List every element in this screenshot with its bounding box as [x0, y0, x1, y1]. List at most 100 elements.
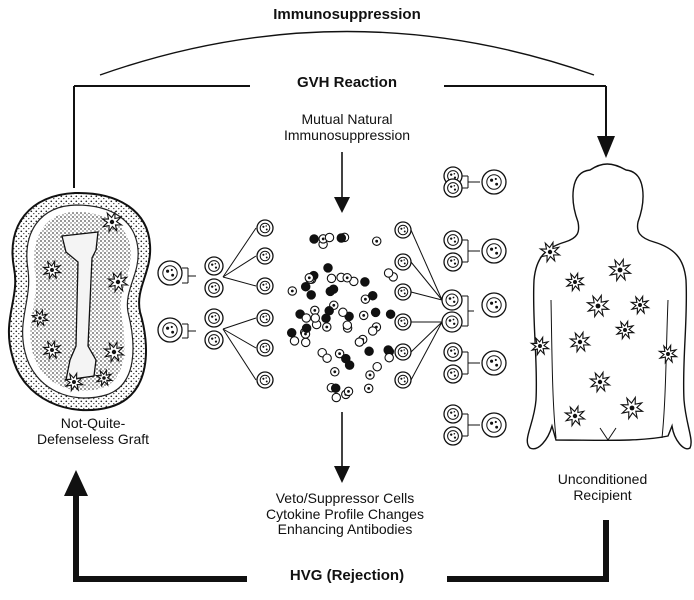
hvg-rejection-label: HVG (Rejection)	[247, 567, 447, 585]
recipient-cell	[443, 178, 463, 198]
donor-cell	[256, 309, 274, 327]
mixed-cell	[354, 337, 365, 347]
mixed-cell	[301, 323, 312, 333]
donor-cell	[256, 339, 274, 357]
mixed-cell	[367, 290, 378, 301]
mixed-cell	[331, 392, 342, 403]
mixed-cell	[300, 281, 311, 292]
effect-veto-cells: Veto/Suppressor Cells	[275, 490, 415, 506]
mixed-cell	[304, 273, 315, 283]
donor-cell	[256, 219, 274, 237]
recipient-dendritic-cell	[619, 395, 645, 421]
recipient-dendritic-cell	[657, 343, 679, 365]
mixed-cell	[324, 306, 334, 316]
host-cell	[481, 169, 507, 195]
donor-cell	[204, 256, 224, 276]
effect-cytokine-changes: Cytokine Profile Changes	[266, 505, 424, 522]
graft-label: Not-Quite- Defenseless Graft	[18, 415, 168, 447]
mutual-immunosuppression-label: Mutual Natural Immunosuppression	[212, 111, 482, 143]
recipient-cell	[394, 253, 412, 271]
effects-list: Veto/Suppressor Cells Cytokine Profile C…	[190, 490, 500, 538]
gvh-arrow	[73, 85, 615, 188]
recipient-dendritic-cell	[629, 294, 651, 316]
mutual-arrow	[334, 152, 350, 213]
host-cell	[481, 238, 507, 264]
recipient-cell	[443, 342, 463, 362]
mixed-cell	[358, 310, 369, 321]
donor-cell	[204, 308, 224, 328]
graft-dendritic-cell	[102, 340, 126, 364]
recipient-cell	[394, 221, 412, 239]
graft-dendritic-cell	[30, 308, 50, 328]
mixed-cell	[342, 320, 353, 330]
recipient-cell	[441, 311, 463, 333]
mixed-cell	[334, 348, 345, 359]
host-cell	[481, 292, 507, 318]
recipient-cell	[394, 283, 412, 301]
donor-cell	[204, 278, 224, 298]
graft-dendritic-cell	[100, 210, 124, 234]
graft-organ	[7, 191, 152, 412]
graft-line-2: Defenseless Graft	[36, 430, 150, 447]
mixed-cell	[367, 326, 378, 336]
mixed-cell	[310, 305, 320, 316]
mixed-cell	[322, 322, 332, 332]
mixed-cell	[330, 383, 341, 393]
recipient-dendritic-cell	[563, 404, 587, 428]
mixed-cell	[330, 367, 340, 377]
immunosuppression-arc	[99, 30, 595, 76]
effects-arrow	[334, 412, 350, 483]
donor-cell	[204, 330, 224, 350]
host-cell	[157, 317, 183, 343]
mixed-cell	[336, 233, 347, 243]
mixed-cell	[338, 307, 348, 318]
mixed-cell	[341, 353, 351, 364]
recipient-cell	[443, 252, 463, 272]
mixed-cell	[371, 236, 382, 246]
donor-cell	[256, 247, 274, 265]
host-cell	[157, 260, 183, 286]
recipient-cell	[443, 364, 463, 384]
mixed-cell	[326, 273, 337, 284]
recipient-cell	[441, 289, 463, 311]
mixed-cell-population	[286, 232, 398, 403]
mixed-cell	[306, 290, 316, 300]
recipient-cells	[529, 240, 679, 428]
mixed-cell	[322, 353, 332, 363]
recipient-cell-network	[394, 166, 507, 446]
mixed-cell	[323, 263, 333, 273]
mutual-line-1: Mutual Natural	[301, 111, 393, 127]
donor-cell	[256, 371, 274, 389]
recipient-dendritic-cell	[614, 319, 636, 341]
mixed-cell	[310, 313, 321, 323]
mixed-cell	[370, 307, 381, 318]
mixed-cell	[309, 234, 319, 244]
recipient-dendritic-cell	[538, 240, 562, 264]
gvh-reaction-label: GVH Reaction	[296, 74, 398, 91]
mixed-cell	[365, 370, 375, 380]
mixed-cell	[342, 273, 352, 283]
mixed-cell	[289, 336, 300, 346]
recipient-dendritic-cell	[564, 271, 586, 293]
recipient-cell	[443, 230, 463, 250]
mixed-cell	[300, 337, 311, 348]
mixed-cell	[385, 309, 396, 319]
mixed-cell	[343, 386, 354, 397]
mixed-cell	[287, 286, 298, 296]
graft-dendritic-cell	[41, 339, 63, 361]
graft-cells	[30, 210, 130, 393]
graft-dendritic-cell	[63, 371, 85, 393]
graft-dendritic-cell	[106, 270, 130, 294]
graft-line-1: Not-Quite-	[60, 415, 126, 431]
recipient-cell	[394, 343, 412, 361]
mutual-line-2: Immunosuppression	[283, 126, 411, 143]
host-cell	[481, 412, 507, 438]
immunosuppression-label: Immunosuppression	[273, 6, 421, 23]
graft-dendritic-cell	[41, 259, 63, 281]
mixed-cell	[360, 277, 370, 287]
recipient-dendritic-cell	[529, 335, 551, 357]
recipient-dendritic-cell	[568, 330, 592, 354]
recipient-line-1: Unconditioned	[557, 471, 648, 487]
recipient-cell	[394, 371, 412, 389]
recipient-label: Unconditioned Recipient	[520, 471, 685, 503]
